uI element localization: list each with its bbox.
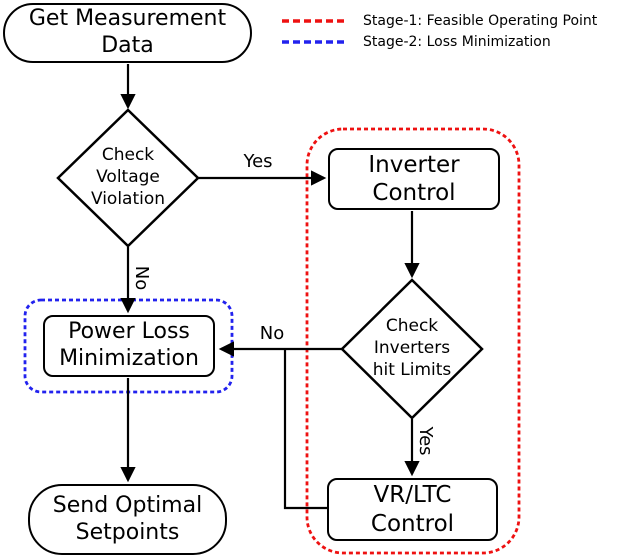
legend-label-stage2: Stage-2: Loss Minimization xyxy=(363,33,551,50)
edge-label-limits-no: No xyxy=(259,323,285,344)
stage2-dash-swatch-icon xyxy=(282,39,344,44)
decision-voltage-violation-shape xyxy=(56,108,200,248)
node-send-optimal-setpoints: Send Optimal Setpoints xyxy=(28,484,227,555)
node-get-measurement-data: Get Measurement Data xyxy=(3,3,252,63)
decision-inverter-limits-shape xyxy=(340,278,484,420)
legend-row-stage2: Stage-2: Loss Minimization xyxy=(281,32,597,51)
edge-label-voltage-no: No xyxy=(131,265,152,291)
node-inverter-control: Inverter Control xyxy=(328,148,500,210)
legend: Stage-1: Feasible Operating Point Stage-… xyxy=(281,11,597,51)
edge-label-voltage-yes: Yes xyxy=(243,151,273,172)
stage1-dash-swatch-icon xyxy=(282,18,344,23)
node-vr-ltc-control: VR/LTC Control xyxy=(327,478,498,541)
legend-row-stage1: Stage-1: Feasible Operating Point xyxy=(281,11,597,30)
edge-label-limits-yes: Yes xyxy=(415,426,436,456)
decision-inverter-limits-label: Check Inverters hit Limits xyxy=(372,316,452,380)
legend-label-stage1: Stage-1: Feasible Operating Point xyxy=(363,12,598,29)
stage1-region-outline xyxy=(305,127,521,555)
decision-voltage-violation-label: Check Voltage Violation xyxy=(90,145,166,209)
node-power-loss-minimization: Power Loss Minimization xyxy=(43,315,215,377)
edge-vrltc-to-merge xyxy=(283,350,327,510)
